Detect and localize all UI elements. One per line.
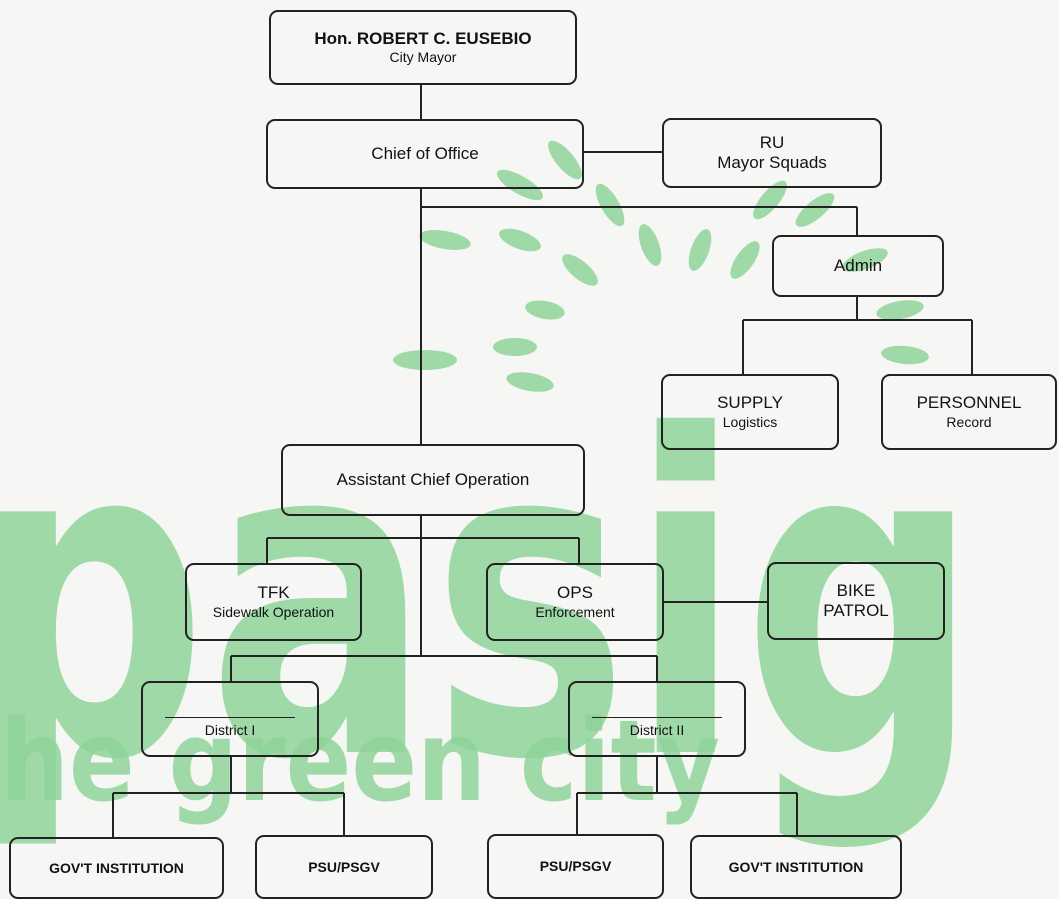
tfk-label: TFK xyxy=(257,583,290,603)
ops-box: OPS Enforcement xyxy=(486,563,664,641)
district-2-label: District II xyxy=(629,722,685,739)
district-1-box: District I xyxy=(141,681,319,757)
psu-psgv-1-box: PSU/PSGV xyxy=(255,835,433,899)
personnel-box: PERSONNEL Record xyxy=(881,374,1057,450)
supply-label: SUPPLY xyxy=(717,393,783,413)
govt-institution-2-label: GOV'T INSTITUTION xyxy=(728,858,864,875)
tfk-box: TFK Sidewalk Operation xyxy=(185,563,362,641)
record-label: Record xyxy=(946,413,992,430)
psu-psgv-1-label: PSU/PSGV xyxy=(308,858,380,875)
psu-psgv-2-box: PSU/PSGV xyxy=(487,834,664,899)
watermark-wordmark: pasig xyxy=(0,344,980,856)
psu-psgv-2-label: PSU/PSGV xyxy=(539,858,612,875)
district-1-divider xyxy=(165,717,295,719)
mayor-name: Hon. ROBERT C. EUSEBIO xyxy=(314,28,532,48)
supply-box: SUPPLY Logistics xyxy=(661,374,839,450)
bike-label: BIKE xyxy=(836,580,876,600)
admin-box: Admin xyxy=(772,235,944,297)
leaf-burst-icon xyxy=(393,140,929,392)
assistant-chief-box: Assistant Chief Operation xyxy=(281,444,585,516)
admin-label: Admin xyxy=(833,255,883,275)
mayor-title: City Mayor xyxy=(389,49,457,66)
chief-of-office-box: Chief of Office xyxy=(266,119,584,189)
district-2-divider xyxy=(592,717,722,719)
govt-institution-1-box: GOV'T INSTITUTION xyxy=(9,837,224,899)
personnel-label: PERSONNEL xyxy=(916,393,1022,413)
watermark-tagline: he green city xyxy=(0,697,720,827)
ru-mayor-squads-box: RU Mayor Squads xyxy=(662,118,882,188)
mayor-box: Hon. ROBERT C. EUSEBIO City Mayor xyxy=(269,10,577,85)
mayor-squads-label: Mayor Squads xyxy=(717,153,827,172)
bike-patrol-box: BIKE PATROL xyxy=(767,562,945,640)
district-2-box: District II xyxy=(568,681,746,757)
chief-of-office-label: Chief of Office xyxy=(371,143,479,163)
assistant-chief-label: Assistant Chief Operation xyxy=(336,469,530,489)
patrol-label: PATROL xyxy=(823,601,889,620)
govt-institution-2-box: GOV'T INSTITUTION xyxy=(690,835,902,899)
govt-institution-1-label: GOV'T INSTITUTION xyxy=(49,859,184,876)
ru-label: RU xyxy=(759,132,785,152)
district-1-label: District I xyxy=(204,722,256,739)
enforcement-label: Enforcement xyxy=(535,603,615,620)
sidewalk-operation-label: Sidewalk Operation xyxy=(212,603,335,620)
ops-label: OPS xyxy=(557,583,593,603)
logistics-label: Logistics xyxy=(722,413,778,430)
